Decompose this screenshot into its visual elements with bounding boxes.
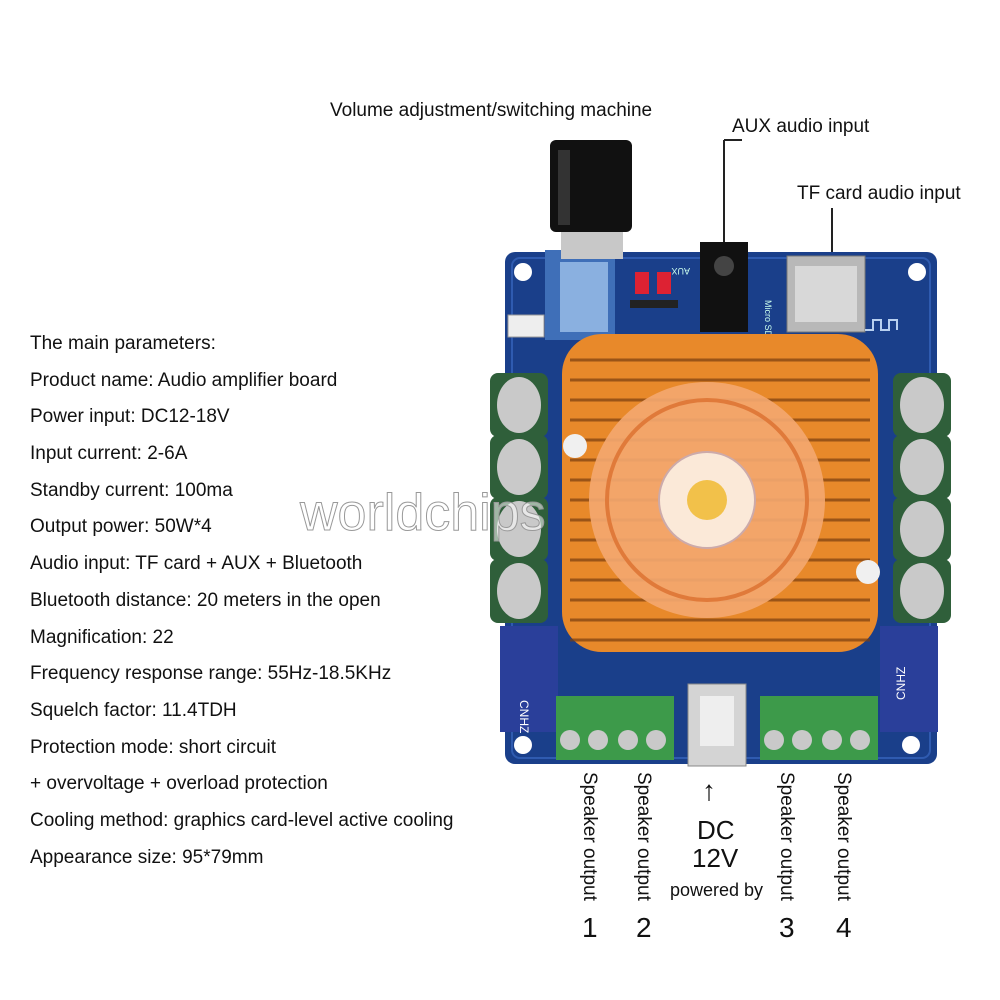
param-heading: The main parameters: <box>30 333 216 354</box>
param-line: Output power: 50W*4 <box>30 516 212 538</box>
speaker-output-2-label: Speaker output <box>633 772 654 901</box>
speaker-terminal-left <box>556 696 674 760</box>
aux-label: AUX audio input <box>732 116 870 137</box>
parameter-list: The main parameters: Product name: Audio… <box>30 330 454 880</box>
dc-voltage: 12V <box>692 843 739 873</box>
param-line: + overvoltage + overload protection <box>30 773 328 795</box>
mount-hole <box>514 263 532 281</box>
relay-right <box>880 626 938 732</box>
watermark: worldchips <box>299 484 546 542</box>
sd-silkscreen: Micro SD <box>763 300 773 338</box>
relay-brand-text: CNHZ <box>517 700 531 733</box>
param-line: Appearance size: 95*79mm <box>30 846 264 868</box>
aux-jack <box>700 242 748 332</box>
relay-brand-text: CNHZ <box>894 667 908 700</box>
aux-silkscreen: AUX <box>671 266 690 276</box>
relay-left <box>500 626 558 732</box>
param-line: Power input: DC12-18V <box>30 406 230 428</box>
speaker-output-1-number: 1 <box>582 912 598 943</box>
param-line: Protection mode: short circuit <box>30 736 277 758</box>
mount-hole <box>514 736 532 754</box>
param-line: Audio input: TF card + AUX + Bluetooth <box>30 553 363 575</box>
param-line: Cooling method: graphics card-level acti… <box>30 809 454 831</box>
tf-label: TF card audio input <box>797 183 961 204</box>
param-line: Product name: Audio amplifier board <box>30 369 338 391</box>
param-line: Bluetooth distance: 20 meters in the ope… <box>30 589 381 611</box>
speaker-output-4-number: 4 <box>836 912 852 943</box>
dc-arrow: ↑ <box>702 775 716 806</box>
speaker-output-2-number: 2 <box>636 912 652 943</box>
volume-label: Volume adjustment/switching machine <box>330 100 653 121</box>
dc-label: DC <box>697 815 735 845</box>
speaker-output-4-label: Speaker output <box>833 772 854 901</box>
mount-hole <box>902 736 920 754</box>
param-line: Frequency response range: 55Hz-18.5KHz <box>30 663 392 685</box>
param-line: Input current: 2-6A <box>30 443 188 465</box>
speaker-output-3-label: Speaker output <box>776 772 797 901</box>
param-line: Magnification: 22 <box>30 626 174 648</box>
param-line: Standby current: 100ma <box>30 479 233 501</box>
speaker-output-1-label: Speaker output <box>579 772 600 901</box>
volume-knob <box>550 140 632 232</box>
speaker-output-3-number: 3 <box>779 912 795 943</box>
jst-connector <box>507 314 545 338</box>
capacitors-right <box>893 373 951 623</box>
param-line: Squelch factor: 11.4TDH <box>30 699 237 721</box>
mount-hole <box>908 263 926 281</box>
capacitors-left <box>490 373 548 623</box>
speaker-terminal-right <box>760 696 878 760</box>
cooling-fan <box>589 382 825 618</box>
powered-by-label: powered by <box>670 880 764 900</box>
